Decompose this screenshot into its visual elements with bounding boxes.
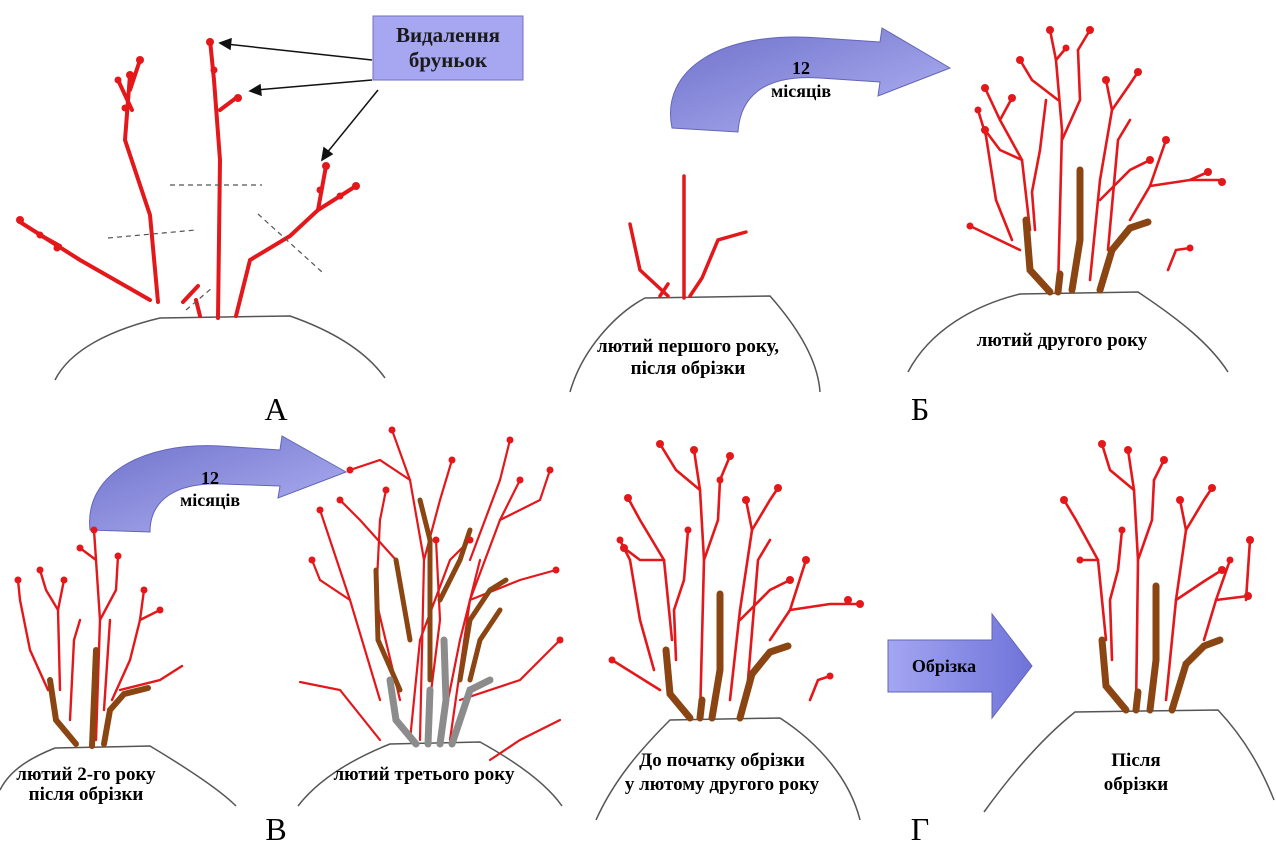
caption-left-1: лютий першого року,	[597, 336, 779, 357]
caption-left-2: у лютому другого року	[625, 774, 820, 795]
panel-letter-a: А	[264, 391, 287, 427]
caption-left-2: після обрізки	[29, 784, 144, 805]
caption-right-1: лютий третього року	[333, 764, 515, 785]
shrub-g-right-old	[1102, 586, 1220, 710]
shrub-g-left-young	[612, 444, 860, 718]
arrow-label-number: 12	[201, 468, 219, 488]
ground-mound	[55, 316, 385, 380]
callout-line-2: бруньок	[409, 48, 488, 72]
callout-line-1: Видалення	[396, 23, 500, 47]
panel-v: 12 місяців лютий 2-го року після обрізки	[0, 427, 564, 843]
shrub-b-left	[630, 176, 746, 298]
shrub-b-right-old	[1026, 170, 1148, 292]
shrub-b-right-young	[970, 30, 1222, 290]
bud-dots-v-left	[15, 527, 164, 614]
cut-lines	[108, 185, 322, 310]
arrow-label-unit: місяців	[771, 81, 831, 101]
panel-a: Видалення бруньок А	[16, 16, 523, 427]
arrow-label-number: 12	[792, 58, 810, 78]
panel-letter-v: В	[265, 811, 286, 843]
caption-left-2: після обрізки	[631, 358, 746, 379]
panel-letter-g: Г	[911, 811, 930, 843]
shrub-g-left-old	[666, 594, 788, 718]
caption-right-1: лютий другого року	[977, 330, 1148, 351]
arrow-label-unit: місяців	[180, 490, 240, 510]
panel-b: 12 місяців лютий першого року, після обр…	[570, 26, 1228, 427]
prune-arrow-label: Обрізка	[912, 656, 976, 676]
curved-arrow	[670, 28, 950, 132]
caption-left-1: До початку обрізки	[639, 750, 805, 771]
pointer-arrows	[220, 39, 378, 160]
shrub-a	[20, 40, 356, 318]
caption-left-1: лютий 2-го року	[16, 764, 156, 785]
panel-g: До початку обрізки у лютому другого року…	[596, 440, 1274, 843]
caption-right-1: Після	[1111, 750, 1160, 771]
shrub-v-right-old	[376, 500, 506, 690]
panel-letter-b: Б	[911, 391, 929, 427]
bud-dots-v-right	[309, 427, 564, 644]
caption-right-2: обрізки	[1104, 774, 1168, 795]
shrub-v-left-young	[18, 530, 182, 740]
